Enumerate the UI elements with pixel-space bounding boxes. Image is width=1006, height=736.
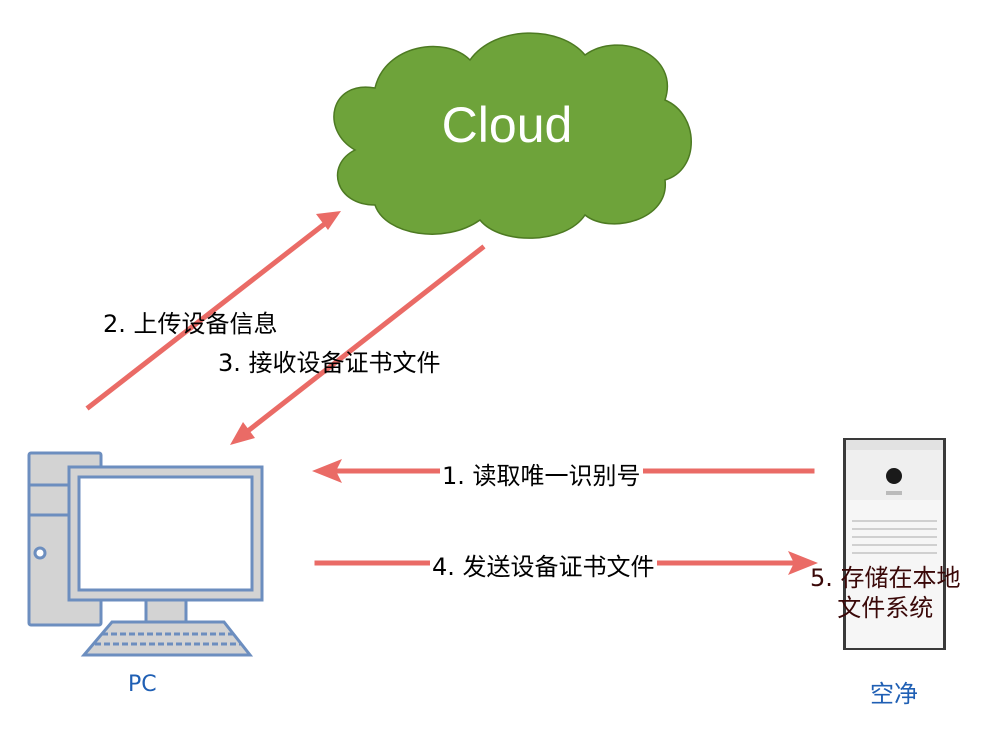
step-3-label: 3. 接收设备证书文件 — [218, 349, 441, 377]
air-purifier-image — [843, 438, 946, 650]
arrowhead-upload — [316, 211, 341, 230]
pc-icon — [27, 451, 264, 657]
cloud-shape — [333, 32, 692, 239]
arrow-upload — [85, 218, 331, 411]
cloud-label: Cloud — [441, 97, 573, 153]
step-5-line-1: 5. 存储在本地 — [810, 564, 961, 592]
arrow-receive — [240, 244, 486, 438]
arrowhead-read-id — [312, 459, 342, 483]
pc-label: PC — [128, 672, 157, 697]
purifier-label: 空净 — [870, 680, 918, 708]
step-1-label: 1. 读取唯一识别号 — [440, 456, 643, 491]
step-4-label: 4. 发送设备证书文件 — [430, 547, 657, 582]
arrowhead-send-cert — [788, 551, 818, 575]
arrowhead-receive — [230, 422, 255, 445]
step-5-label: 5. 存储在本地 文件系统 — [810, 563, 961, 623]
step-5-line-2: 文件系统 — [837, 594, 934, 622]
step-2-label: 2. 上传设备信息 — [103, 310, 278, 338]
